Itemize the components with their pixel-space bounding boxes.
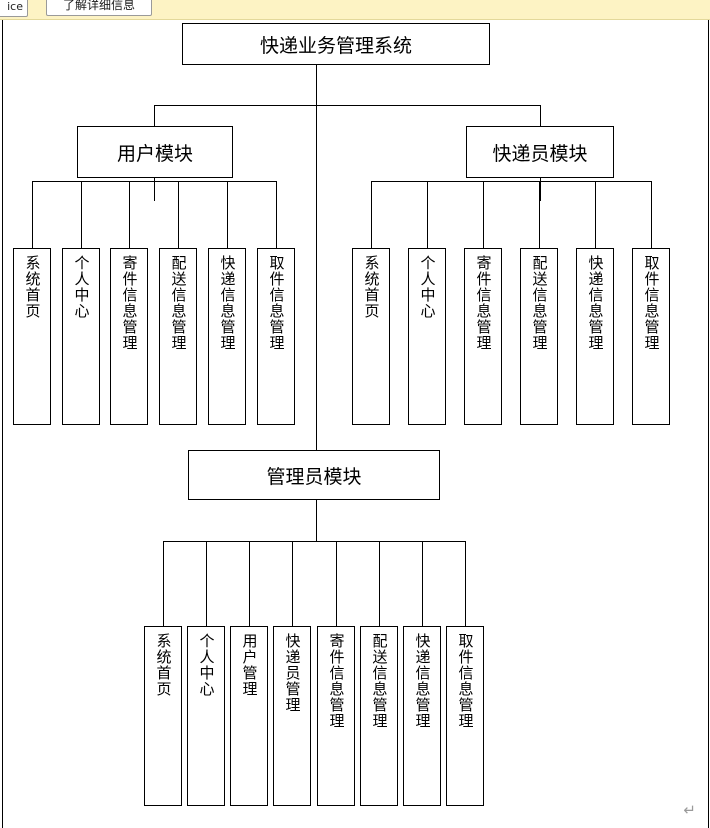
node-root: 快递业务管理系统 (182, 23, 490, 65)
connector-courier-leaf-drop-2 (427, 181, 428, 248)
office-left-button[interactable]: ice (0, 0, 28, 17)
page-guide-right (708, 20, 709, 828)
node-user-leaf-5: 快递信息管理 (208, 248, 246, 425)
node-root-label: 快递业务管理系统 (259, 34, 412, 57)
node-user-module-label: 用户模块 (116, 142, 193, 165)
office-notice-bar: ice 了解详细信息 (0, 0, 710, 20)
node-courier-module: 快递员模块 (466, 126, 614, 178)
node-user-module: 用户模块 (77, 126, 233, 178)
node-admin-leaf-5: 寄件信息管理 (317, 626, 355, 806)
connector-admin-leaf-drop-3 (249, 541, 250, 626)
node-courier-leaf-2: 个人中心 (408, 248, 446, 425)
node-admin-leaf-8: 取件信息管理 (446, 626, 484, 806)
connector-courier-leaf-drop-5 (595, 181, 596, 248)
connector-admin-leaf-drop-7 (422, 541, 423, 626)
connector-user-leaf-drop-5 (227, 181, 228, 248)
connector-courier-leaf-drop-4 (539, 181, 540, 248)
connector-root-to-admin-trunk (316, 105, 317, 450)
connector-admin-leaf-drop-2 (206, 541, 207, 626)
connector-user-leaf-drop-1 (32, 181, 33, 248)
node-user-leaf-3: 寄件信息管理 (110, 248, 148, 425)
connector-admin-leaf-drop-5 (336, 541, 337, 626)
learn-more-button[interactable]: 了解详细信息 (46, 0, 152, 16)
connector-admin-leaf-drop-8 (465, 541, 466, 626)
node-courier-leaf-5: 快递信息管理 (576, 248, 614, 425)
node-courier-leaf-1-label: 系统首页 (362, 255, 381, 319)
node-admin-leaf-2: 个人中心 (187, 626, 225, 806)
node-admin-leaf-6: 配送信息管理 (360, 626, 398, 806)
node-admin-leaf-6-label: 配送信息管理 (370, 633, 389, 729)
node-user-leaf-6-label: 取件信息管理 (267, 255, 286, 351)
connector-courier-leaf-drop-3 (483, 181, 484, 248)
node-courier-leaf-5-label: 快递信息管理 (586, 255, 605, 351)
node-admin-module: 管理员模块 (188, 450, 440, 500)
connector-user-leaf-drop-6 (276, 181, 277, 248)
connector-admin-leaf-drop-4 (292, 541, 293, 626)
node-user-leaf-1-label: 系统首页 (23, 255, 42, 319)
node-user-leaf-6: 取件信息管理 (257, 248, 295, 425)
node-courier-leaf-2-label: 个人中心 (418, 255, 437, 319)
connector-courier-bus (371, 181, 652, 182)
connector-admin-leaf-drop-6 (379, 541, 380, 626)
connector-user-bus (32, 181, 276, 182)
node-user-leaf-2: 个人中心 (62, 248, 100, 425)
node-admin-leaf-4-label: 快递员管理 (283, 633, 302, 713)
connector-root-trunk (316, 65, 317, 105)
connector-courier-drop (540, 178, 541, 201)
connector-user-leaf-drop-3 (129, 181, 130, 248)
page-guide-left (2, 20, 3, 828)
connector-courier-leaf-drop-1 (371, 181, 372, 248)
node-courier-leaf-6-label: 取件信息管理 (642, 255, 661, 351)
node-admin-leaf-5-label: 寄件信息管理 (327, 633, 346, 729)
node-courier-leaf-4-label: 配送信息管理 (530, 255, 549, 351)
paragraph-mark-icon: ↵ (683, 801, 696, 819)
node-user-leaf-4: 配送信息管理 (159, 248, 197, 425)
node-admin-leaf-4: 快递员管理 (273, 626, 311, 806)
node-admin-leaf-1-label: 系统首页 (154, 633, 173, 697)
connector-user-leaf-drop-4 (178, 181, 179, 248)
connector-admin-bus (163, 541, 466, 542)
connector-user-drop (154, 178, 155, 201)
node-courier-leaf-4: 配送信息管理 (520, 248, 558, 425)
node-user-leaf-5-label: 快递信息管理 (218, 255, 237, 351)
node-admin-leaf-1: 系统首页 (144, 626, 182, 806)
connector-level2-bus (154, 105, 540, 106)
connector-courier-leaf-drop-6 (651, 181, 652, 248)
node-admin-leaf-3: 用户管理 (230, 626, 268, 806)
node-courier-leaf-3: 寄件信息管理 (464, 248, 502, 425)
node-user-leaf-2-label: 个人中心 (72, 255, 91, 319)
node-admin-leaf-7-label: 快递信息管理 (413, 633, 432, 729)
node-admin-leaf-8-label: 取件信息管理 (456, 633, 475, 729)
connector-level2-left-drop (154, 105, 155, 126)
connector-user-leaf-drop-2 (81, 181, 82, 248)
node-admin-module-label: 管理员模块 (266, 465, 362, 488)
node-user-leaf-4-label: 配送信息管理 (169, 255, 188, 351)
connector-admin-leaf-drop-1 (163, 541, 164, 626)
node-courier-module-label: 快递员模块 (492, 142, 588, 165)
system-architecture-diagram: 快递业务管理系统 用户模块 系统首页 个人中心 寄件信息管理 配送信息管理 快递… (0, 20, 710, 828)
connector-admin-drop (316, 500, 317, 541)
node-user-leaf-1: 系统首页 (13, 248, 51, 425)
node-admin-leaf-3-label: 用户管理 (240, 633, 259, 697)
node-admin-leaf-7: 快递信息管理 (403, 626, 441, 806)
connector-level2-right-drop (540, 105, 541, 126)
node-courier-leaf-3-label: 寄件信息管理 (474, 255, 493, 351)
node-admin-leaf-2-label: 个人中心 (197, 633, 216, 697)
node-courier-leaf-6: 取件信息管理 (632, 248, 670, 425)
node-courier-leaf-1: 系统首页 (352, 248, 390, 425)
node-user-leaf-3-label: 寄件信息管理 (120, 255, 139, 351)
